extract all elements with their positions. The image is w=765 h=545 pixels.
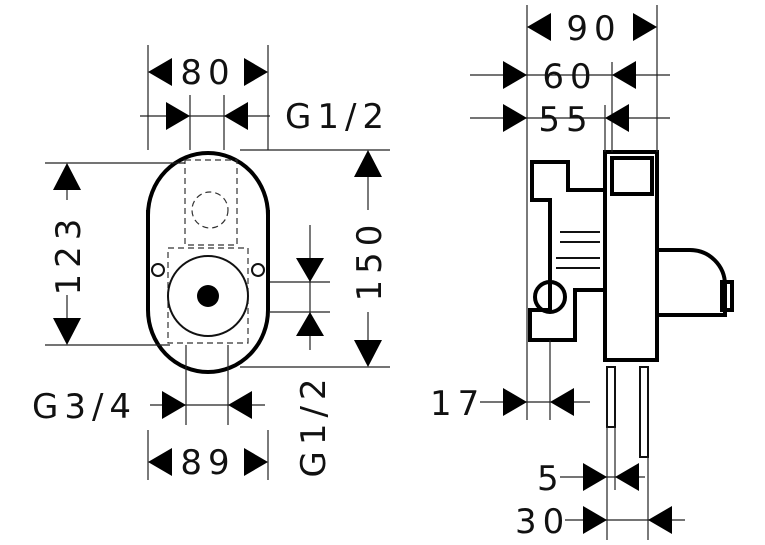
dim-label-150: 150 [350, 219, 390, 302]
arrow-55-left [503, 104, 527, 132]
arrow-g12-left [166, 102, 190, 130]
side-view: 90 60 55 17 5 30 [430, 5, 734, 542]
front-view: 80 G1/2 123 150 G1/2 [32, 45, 390, 483]
arrow-30-right [648, 506, 672, 534]
arrow-g12v-top [296, 258, 324, 282]
dim-label-80: 80 [180, 53, 235, 93]
dim-label-89: 89 [180, 443, 235, 483]
arrow-80-left [148, 58, 172, 86]
dim-label-17: 17 [430, 384, 485, 424]
side-dome-cap [657, 248, 727, 317]
arrow-60-left [503, 61, 527, 89]
dim-label-123: 123 [49, 213, 89, 296]
arrow-89-right [244, 448, 268, 476]
arrow-123-bottom [53, 318, 81, 345]
inner-housing [184, 159, 238, 246]
dim-label-30: 30 [515, 502, 570, 542]
arrow-g12-right [224, 102, 248, 130]
arrow-17-left [503, 388, 527, 416]
side-pipe-right [639, 366, 649, 458]
cartridge-circle [167, 255, 249, 337]
front-body-outline [146, 151, 270, 374]
arrow-90-left [527, 13, 551, 41]
arrow-150-top [354, 150, 382, 177]
arrow-g34-right [228, 391, 252, 419]
arrow-80-right [244, 58, 268, 86]
side-valve-body [528, 160, 607, 342]
thread-label-top: G1/2 [285, 97, 390, 137]
arrow-55-right [605, 104, 629, 132]
side-valve-knob [533, 280, 567, 314]
arrow-30-left [583, 506, 607, 534]
dim-label-90: 90 [566, 9, 621, 49]
thread-label-bottom-left: G3/4 [32, 387, 137, 427]
arrow-150-bottom [354, 340, 382, 367]
arrow-5-right [615, 463, 639, 491]
arrow-90-right [633, 13, 657, 41]
arrow-60-right [612, 61, 636, 89]
arrow-123-top [53, 163, 81, 190]
arrow-17-right [550, 388, 574, 416]
screw-right [251, 263, 265, 277]
side-pipe-left [606, 366, 616, 428]
side-dome-knob [720, 280, 734, 312]
screw-left [151, 263, 165, 277]
dim-label-60: 60 [542, 57, 597, 97]
arrow-5-left [583, 463, 607, 491]
inner-valve-port [191, 191, 229, 229]
dim-label-5: 5 [537, 459, 565, 499]
arrow-g34-left [162, 391, 186, 419]
dim-label-55: 55 [538, 100, 593, 140]
arrow-g12v-bottom [296, 312, 324, 336]
thread-label-right: G1/2 [294, 372, 334, 477]
arrow-89-left [148, 448, 172, 476]
side-plate-top-block [610, 156, 654, 196]
cartridge-center [197, 285, 219, 307]
